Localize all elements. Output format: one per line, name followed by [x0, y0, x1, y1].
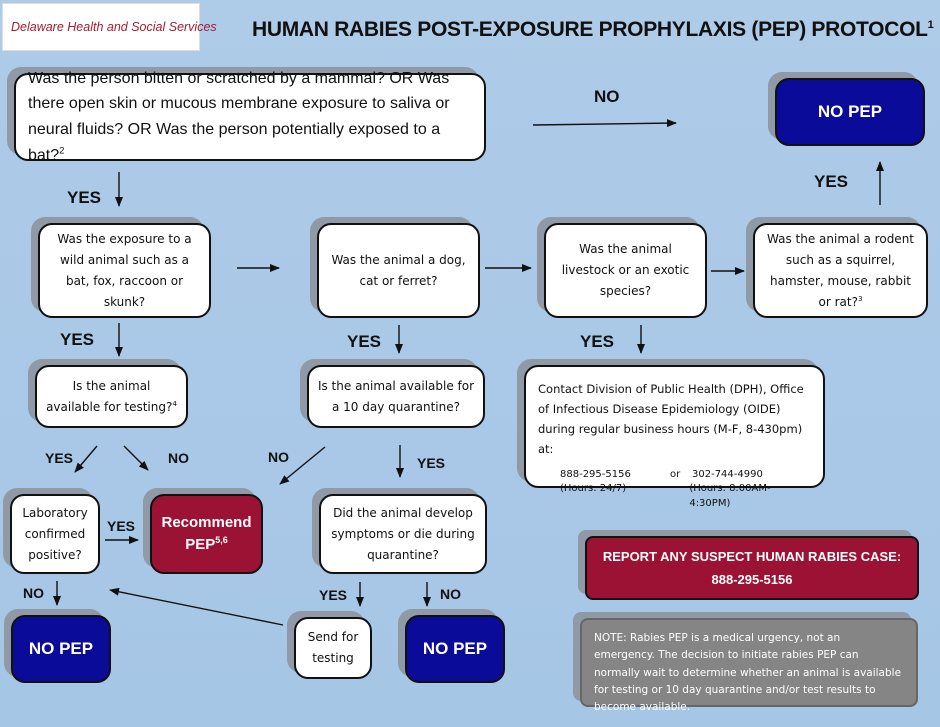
phone-business-hours: 302-744-4990: [692, 468, 763, 480]
testing-question-box: Is the animal available for testing?4: [35, 365, 188, 428]
label-yes-symptoms: YES: [319, 587, 348, 603]
symptoms-question-box: Did the animal develop symptoms or die d…: [319, 494, 487, 574]
page-title: HUMAN RABIES POST-EXPOSURE PROPHYLAXIS (…: [252, 18, 934, 41]
contact-dph-box: Contact Division of Public Health (DPH),…: [524, 365, 825, 509]
label-no-symptoms: NO: [440, 586, 461, 602]
no-pep-top-box: NO PEP: [775, 78, 925, 146]
label-yes-q1: YES: [67, 188, 102, 207]
livestock-question-box: Was the animal livestock or an exotic sp…: [544, 223, 707, 318]
dhss-logo: Delaware Health and Social Services: [2, 3, 217, 51]
label-yes-testing: YES: [45, 450, 74, 466]
wild-animal-question-box: Was the exposure to a wild animal such a…: [38, 223, 211, 318]
no-pep-mid-box: NO PEP: [405, 615, 505, 683]
quarantine-question-box: Is the animal available for a 10 day qua…: [307, 365, 485, 428]
label-yes-lab: YES: [107, 518, 136, 534]
arrow-send-to-lab: [109, 587, 284, 626]
rodent-question-box: Was the animal a rodent such as a squirr…: [753, 223, 928, 318]
report-phone: 888-295-5156: [711, 572, 793, 587]
label-yes-rodent: YES: [814, 172, 849, 191]
dog-cat-ferret-question-box: Was the animal a dog, cat or ferret?: [317, 223, 480, 318]
label-no-quarantine: NO: [268, 449, 289, 465]
arrow-testing-yes: [74, 445, 98, 473]
label-yes-livestock: YES: [580, 332, 615, 351]
recommend-pep-box: Recommend PEP5,6: [150, 494, 263, 574]
send-testing-box: Send for testing: [294, 617, 372, 679]
contact-text: Contact Division of Public Health (DPH),…: [538, 382, 804, 457]
arrow-quarantine-no: [279, 446, 326, 485]
label-yes-quarantine: YES: [417, 455, 446, 471]
label-yes-dog: YES: [347, 332, 382, 351]
report-case-box: REPORT ANY SUSPECT HUMAN RABIES CASE:888…: [585, 536, 919, 600]
label-no-top: NO: [594, 87, 620, 106]
exposure-question-text: Was the person bitten or scratched by a …: [28, 69, 450, 164]
no-pep-left-box: NO PEP: [11, 615, 111, 683]
label-yes-wild: YES: [60, 330, 95, 349]
arrow-q1-no: [532, 119, 677, 128]
arrow-testing-no: [123, 445, 149, 471]
phone-24-7: 888-295-5156: [560, 468, 631, 480]
label-no-testing: NO: [168, 450, 189, 466]
org-name: Delaware Health and Social Services: [11, 20, 217, 34]
lab-confirmed-question-box: Laboratory confirmed positive?: [10, 494, 100, 574]
exposure-question-box: Was the person bitten or scratched by a …: [14, 69, 486, 164]
label-no-lab: NO: [23, 585, 44, 601]
note-box: NOTE: Rabies PEP is a medical urgency, n…: [580, 618, 918, 713]
